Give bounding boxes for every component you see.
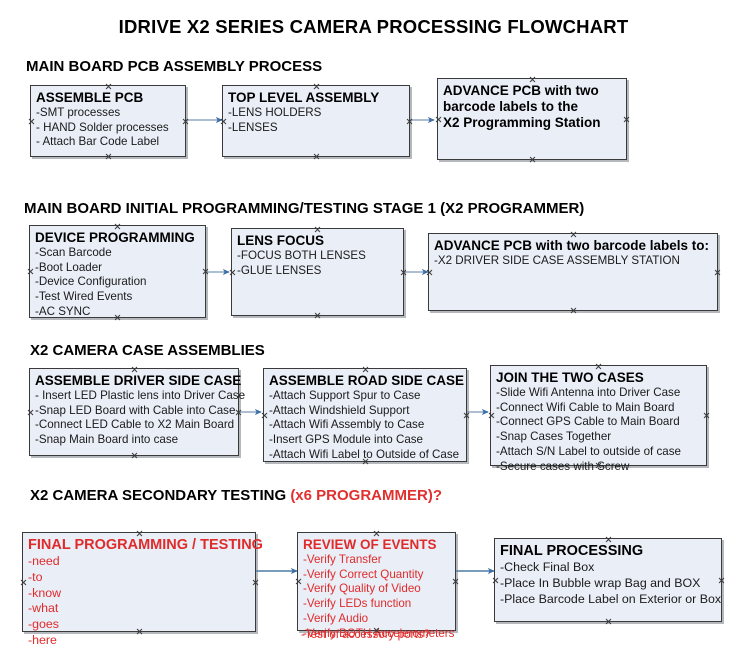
node-line: -GLUE LENSES [237, 263, 322, 277]
node-title-line3: X2 Programming Station [443, 114, 601, 130]
node-title: DEVICE PROGRAMMING [35, 230, 195, 245]
node-line: -Insert GPS Module into Case [269, 433, 424, 447]
node-review-of-events[interactable]: REVIEW OF EVENTS -Verify Transfer -Verif… [297, 532, 456, 640]
node-line: -Attach Wifi Assembly to Case [269, 418, 425, 432]
node-line: - Insert LED Plastic lens into Driver Ca… [35, 388, 246, 402]
node-advance-pcb-to-programming-station[interactable]: ADVANCE PCB with two barcode labels to t… [437, 78, 627, 160]
node-assemble-driver-side-case[interactable]: ASSEMBLE DRIVER SIDE CASE - Insert LED P… [29, 368, 246, 456]
node-title: JOIN THE TWO CASES [496, 370, 644, 385]
node-line: -need [28, 554, 60, 569]
node-line: - Attach Bar Code Label [36, 135, 160, 149]
section-heading-x2-camera-secondary-testing: X2 CAMERA SECONDARY TESTING (x6 PROGRAMM… [30, 487, 442, 504]
node-line: -Place Barcode Label on Exterior or Box [500, 591, 722, 606]
node-line: -Verify Audio [303, 611, 369, 625]
node-review-of-events-overflow-line: -Test of accessory ports? [301, 628, 430, 641]
node-line: -Scan Barcode [35, 245, 112, 259]
node-title: ASSEMBLE DRIVER SIDE CASE [35, 373, 242, 388]
node-line: -Verify LEDs function [303, 597, 412, 611]
node-line: -Attach Windshield Support [269, 403, 410, 417]
node-final-processing[interactable]: FINAL PROCESSING -Check Final Box -Place… [494, 538, 722, 622]
node-line: -Test Wired Events [35, 290, 133, 304]
section-heading-main-board-initial-programming: MAIN BOARD INITIAL PROGRAMMING/TESTING S… [24, 200, 584, 217]
node-line: -X2 DRIVER SIDE CASE ASSEMBLY STATION [434, 253, 680, 267]
node-line: -Verify Quality of Video [303, 582, 421, 596]
node-title: FINAL PROGRAMMING / TESTING [28, 537, 263, 553]
node-line: -what [28, 601, 59, 616]
node-title: ADVANCE PCB with two barcode labels to: [434, 238, 710, 253]
node-line: -Verify BOTH Accelerometers [303, 626, 455, 640]
node-title: FINAL PROCESSING [500, 543, 644, 559]
node-line: -Snap Cases Together [496, 430, 612, 444]
node-title: LENS FOCUS [237, 233, 325, 248]
node-line: -SMT processes [36, 105, 121, 119]
section-heading-main-board-pcb-assembly: MAIN BOARD PCB ASSEMBLY PROCESS [26, 58, 322, 75]
section-heading-x2-camera-case-assemblies: X2 CAMERA CASE ASSEMBLIES [30, 342, 265, 359]
node-line: -Snap Main Board into case [35, 433, 179, 447]
node-title: TOP LEVEL ASSEMBLY [228, 90, 380, 105]
node-top-level-assembly[interactable]: TOP LEVEL ASSEMBLY -LENS HOLDERS -LENSES [222, 85, 410, 157]
node-line: -Attach S/N Label to outside of case [496, 444, 681, 458]
page-title: IDRIVE X2 SERIES CAMERA PROCESSING FLOWC… [118, 16, 629, 37]
node-line: -Verify Transfer [303, 552, 382, 566]
node-line: -here [28, 632, 57, 647]
node-line: -Connect LED Cable to X2 Main Board [35, 418, 235, 432]
node-line: -LENSES [228, 120, 278, 134]
node-advance-pcb-to-driver-side-station[interactable]: ADVANCE PCB with two barcode labels to: … [428, 233, 718, 311]
node-line: -Attach Wifi Label to Outside of Case [269, 447, 460, 461]
node-line: -goes [28, 617, 59, 632]
node-title: ADVANCE PCB with two [443, 83, 599, 98]
node-assemble-road-side-case[interactable]: ASSEMBLE ROAD SIDE CASE -Attach Support … [263, 368, 467, 462]
section-heading-text: MAIN BOARD INITIAL PROGRAMMING/TESTING S… [24, 200, 585, 217]
node-line: -Verify Correct Quantity [303, 567, 424, 581]
node-line: -to [28, 569, 43, 584]
node-title: REVIEW OF EVENTS [303, 537, 437, 552]
node-title: ASSEMBLE ROAD SIDE CASE [269, 373, 465, 388]
node-line: -Place In Bubble wrap Bag and BOX [500, 575, 701, 590]
node-final-programming-testing[interactable]: FINAL PROGRAMMING / TESTING -need -to -k… [22, 532, 263, 647]
node-line: -know [28, 585, 62, 600]
node-line: - HAND Solder processes [36, 120, 169, 134]
node-line: -Secure cases with Screw [496, 459, 630, 473]
node-title-line2: barcode labels to the [443, 98, 579, 114]
node-lens-focus[interactable]: LENS FOCUS -FOCUS BOTH LENSES -GLUE LENS… [231, 228, 404, 316]
node-assemble-pcb[interactable]: ASSEMBLE PCB -SMT processes - HAND Solde… [30, 85, 186, 157]
node-line: -Check Final Box [500, 560, 595, 575]
node-device-programming[interactable]: DEVICE PROGRAMMING -Scan Barcode -Boot L… [29, 225, 206, 318]
node-line: -LENS HOLDERS [228, 105, 322, 119]
node-line: -Snap LED Board with Cable into Case [35, 403, 236, 417]
node-line: -Slide Wifi Antenna into Driver Case [496, 385, 681, 399]
node-line: -FOCUS BOTH LENSES [237, 248, 366, 262]
node-line: -Connect Wifi Cable to Main Board [496, 400, 675, 414]
node-line: -Attach Support Spur to Case [269, 388, 421, 402]
section-heading-accent: (x6 PROGRAMMER)? [290, 487, 442, 504]
node-line: -Boot Loader [35, 260, 103, 274]
node-join-the-two-cases[interactable]: JOIN THE TWO CASES -Slide Wifi Antenna i… [490, 365, 707, 473]
node-line: -Device Configuration [35, 275, 147, 289]
node-line: -Connect GPS Cable to Main Board [496, 415, 680, 429]
node-line: -AC SYNC [35, 304, 91, 318]
node-title: ASSEMBLE PCB [36, 90, 144, 105]
section-heading-text: MAIN BOARD PCB ASSEMBLY PROCESS [26, 58, 323, 75]
section-heading-text: X2 CAMERA SECONDARY TESTING [30, 487, 291, 504]
section-heading-text: X2 CAMERA CASE ASSEMBLIES [30, 342, 265, 359]
